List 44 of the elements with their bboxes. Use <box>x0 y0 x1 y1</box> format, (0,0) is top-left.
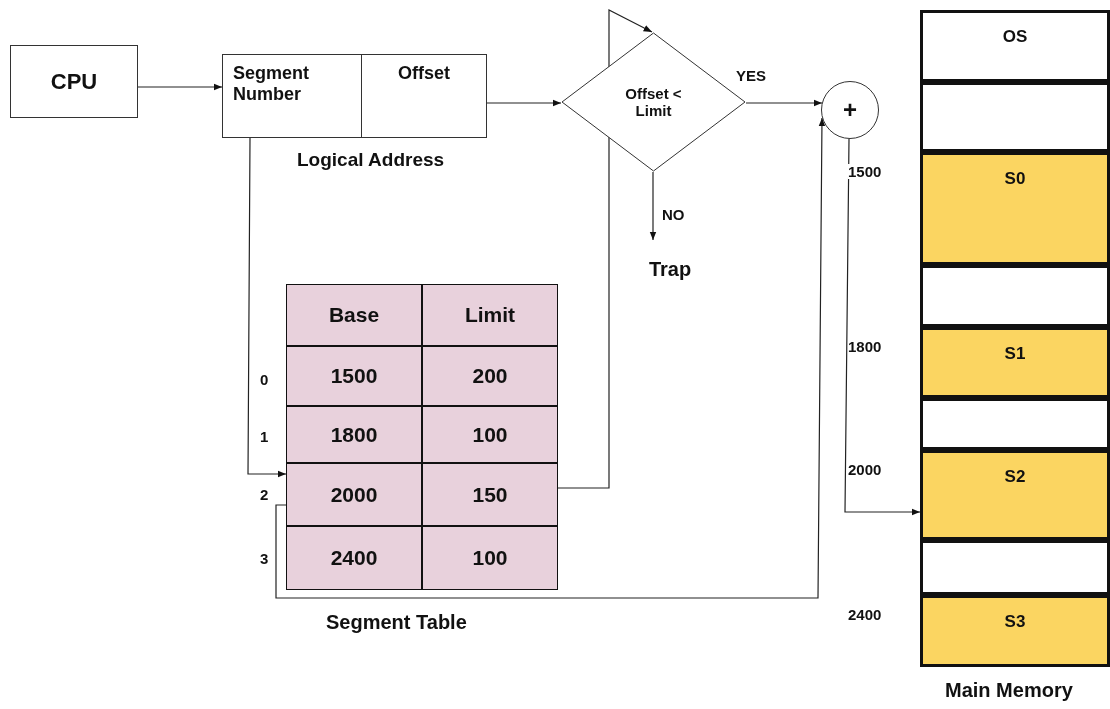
trap-text: Trap <box>634 252 706 286</box>
arrow <box>745 99 823 107</box>
table-cell: 2000 <box>286 463 422 526</box>
arrow <box>275 117 826 599</box>
adder-circle: + <box>821 81 879 139</box>
memory-block: OS <box>920 10 1110 82</box>
row-index: 1 <box>260 429 269 444</box>
edge-label: YES <box>736 68 766 83</box>
table-cell: 100 <box>422 526 558 590</box>
arrow <box>137 83 223 91</box>
memory-segment: S1 <box>920 327 1110 398</box>
table-cell: 1500 <box>286 346 422 406</box>
row-index: 2 <box>260 487 269 502</box>
group-title: Logical Address <box>297 150 445 169</box>
arrow <box>649 171 657 241</box>
group-title: Segment Table <box>326 612 467 632</box>
empty-memory-block <box>920 398 1110 450</box>
address-label: 2000 <box>848 462 882 477</box>
arrow <box>486 99 562 107</box>
table-cell: 150 <box>422 463 558 526</box>
table-cell: 1800 <box>286 406 422 463</box>
table-cell: 200 <box>422 346 558 406</box>
column-header: Base <box>286 284 422 346</box>
arrow <box>844 138 921 516</box>
table-cell: 100 <box>422 406 558 463</box>
memory-segment: S0 <box>920 152 1110 265</box>
row-index: 0 <box>260 372 269 387</box>
group-title: Main Memory <box>945 680 1073 700</box>
table-cell: 2400 <box>286 526 422 590</box>
edge-label: NO <box>662 207 685 222</box>
memory-segment: S3 <box>920 595 1110 667</box>
cpu-box: CPU <box>10 45 138 118</box>
arrow <box>247 137 287 478</box>
address-label: 1500 <box>848 164 882 179</box>
empty-memory-block <box>920 82 1110 152</box>
address-label: 1800 <box>848 339 882 354</box>
address-field: Offset <box>361 54 487 138</box>
empty-memory-block <box>920 265 1110 327</box>
column-header: Limit <box>422 284 558 346</box>
memory-segment: S2 <box>920 450 1110 540</box>
row-index: 3 <box>260 551 269 566</box>
address-label: 2400 <box>848 607 882 622</box>
address-field: Segment Number <box>222 54 362 138</box>
empty-memory-block <box>920 540 1110 595</box>
